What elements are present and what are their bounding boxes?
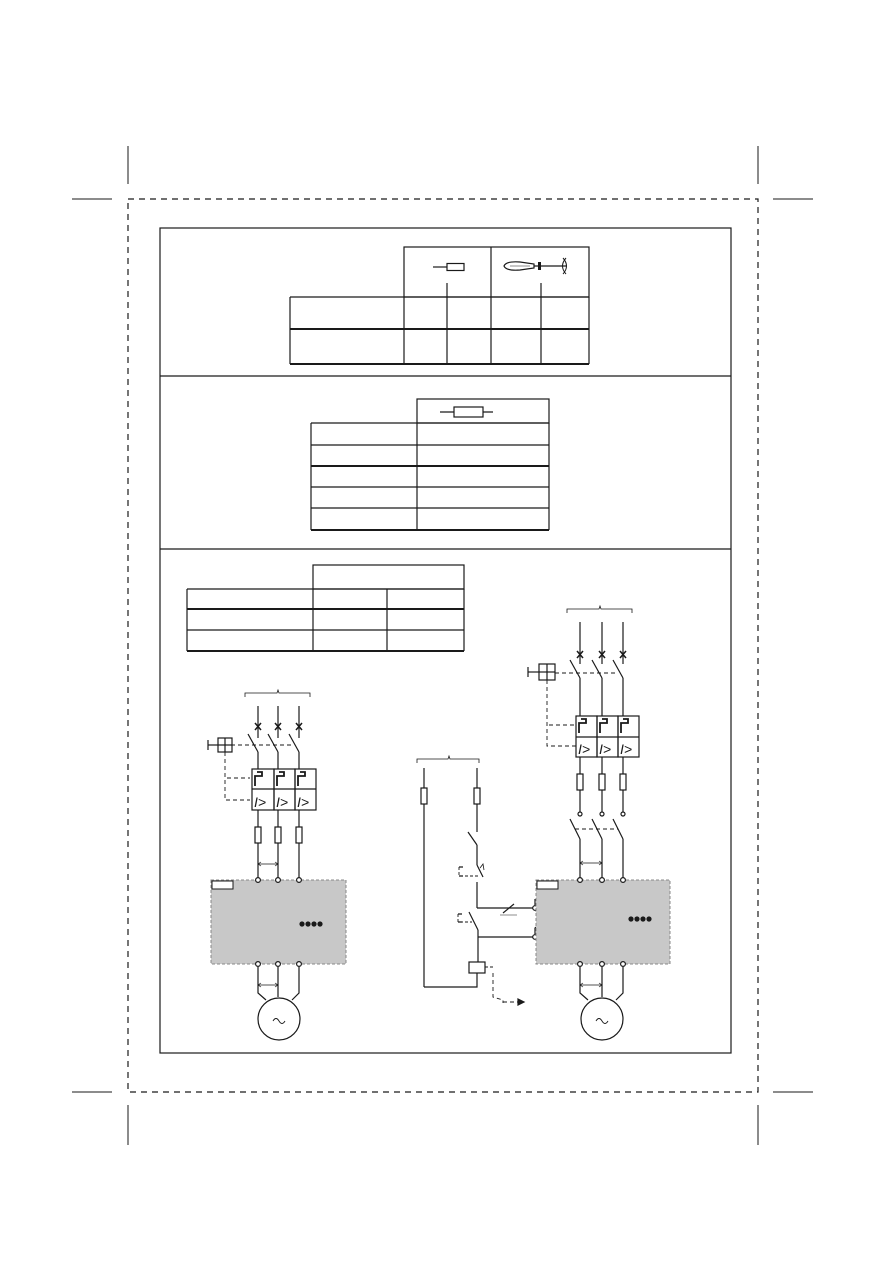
tightening-table — [289, 246, 590, 365]
motor-icon — [257, 967, 301, 1041]
fuse-table — [310, 398, 550, 531]
circuit-breaker-icon: I> I> I> — [207, 733, 317, 811]
drive-unit-icon — [210, 876, 347, 967]
supply-lines — [254, 706, 303, 738]
svg-text:I>: I> — [297, 794, 309, 810]
right-circuit: I> I> I> — [527, 604, 671, 1041]
stop-pushbutton-icon — [458, 831, 485, 878]
fuse-icon — [576, 757, 627, 817]
supply-lines — [576, 622, 627, 664]
svg-text:I>: I> — [276, 794, 288, 810]
contactor-coil-icon — [424, 961, 526, 1006]
fuse-icon — [420, 768, 481, 987]
svg-text:I>: I> — [620, 741, 632, 757]
svg-text:I>: I> — [254, 794, 266, 810]
fuse-icon — [254, 810, 303, 879]
start-pushbutton-icon — [457, 882, 535, 962]
screwdriver-icon — [503, 257, 567, 275]
motor-icon — [579, 967, 624, 1041]
fuse-icon — [440, 406, 493, 418]
circuit-breaker-icon: I> I> I> — [527, 659, 640, 758]
supply-brace — [566, 604, 633, 613]
svg-text:I>: I> — [599, 741, 611, 757]
control-circuit — [416, 754, 549, 1006]
svg-text:I>: I> — [578, 741, 590, 757]
left-circuit: I> I> I> — [207, 688, 347, 1041]
rating-table — [186, 564, 465, 652]
wire-ferrule-icon — [433, 262, 465, 272]
contactor-icon — [569, 818, 624, 879]
drive-unit-icon — [535, 876, 671, 967]
trim-border — [127, 198, 759, 1093]
crop-marks — [72, 146, 813, 1145]
control-brace — [416, 754, 480, 763]
main-frame — [159, 227, 732, 1054]
supply-brace — [244, 688, 311, 697]
